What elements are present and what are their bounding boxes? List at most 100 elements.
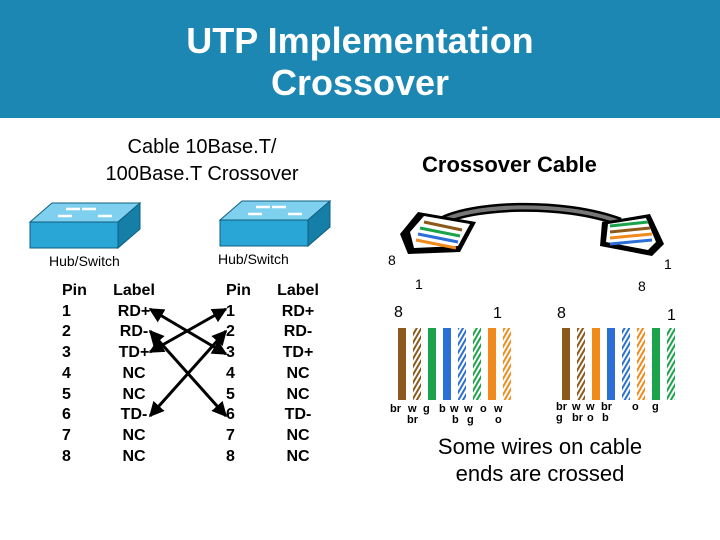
wire-white-green (667, 328, 675, 400)
table-row: 1 RD+ (226, 302, 330, 323)
wire-label: b (602, 412, 609, 424)
pin-label: RD- (283, 323, 313, 341)
pin-number: 7 (226, 426, 235, 444)
table-row: 8 NC (226, 447, 330, 468)
table-header-row: Pin Label (62, 281, 166, 302)
pin-number: 5 (62, 385, 71, 403)
wire-white-orange (503, 328, 511, 400)
wire-white-brown (413, 328, 421, 400)
pin-label: NC (286, 447, 310, 465)
left-heading-line1: Cable 10Base.T/ (127, 136, 277, 158)
table-row: 1 RD+ (62, 302, 166, 323)
wire-label: g (652, 401, 659, 413)
cable-pin-1-right: 1 (664, 256, 672, 272)
pin-number: 1 (62, 302, 71, 320)
pin-label: RD+ (117, 302, 151, 320)
wire-brown (562, 328, 570, 400)
table-row: 3 TD+ (62, 343, 166, 364)
label-header: Label (113, 282, 155, 299)
pin-label: NC (122, 426, 146, 444)
pin-number: 1 (226, 302, 235, 320)
table-row: 8 NC (62, 447, 166, 468)
wire-label: g (556, 412, 563, 424)
wire-label: o (495, 414, 502, 426)
pin-label: NC (286, 426, 310, 444)
wire-label: g (467, 414, 474, 426)
pin-number: 6 (62, 406, 71, 424)
title-banner: UTP Implementation Crossover (0, 0, 720, 118)
pin-label: NC (286, 364, 310, 382)
table-row: 5 NC (226, 385, 330, 406)
crossover-arrows (148, 307, 228, 418)
pin-label: TD+ (118, 344, 150, 362)
pin-number: 3 (62, 344, 71, 362)
cable-pin-8-left: 8 (388, 252, 396, 268)
pin-header: Pin (62, 282, 87, 299)
table-row: 7 NC (226, 426, 330, 447)
pin-label: NC (122, 385, 146, 403)
wire-blue (443, 328, 451, 400)
left-heading-line2: 100Base.T Crossover (105, 163, 299, 185)
table-header-row: Pin Label (226, 281, 330, 302)
wire-label: w (586, 401, 595, 413)
cable-pin-1-left: 1 (415, 276, 423, 292)
pin-number: 6 (226, 406, 235, 424)
hub-left-label: Hub/Switch (49, 253, 120, 269)
wire-green (652, 328, 660, 400)
pin-number: 8 (226, 447, 235, 465)
pin-label: NC (122, 364, 146, 382)
caption-line2: ends are crossed (455, 461, 625, 486)
wire-label: br (601, 401, 612, 413)
right-end-wire-strip (562, 328, 675, 400)
left-end-pin-8: 8 (394, 304, 403, 321)
wire-label: br (407, 414, 418, 426)
pin-label: TD- (120, 406, 148, 424)
cable-pin-8-right: 8 (638, 278, 646, 294)
wire-orange (592, 328, 600, 400)
pin-number: 8 (62, 447, 71, 465)
wire-white-brown (577, 328, 585, 400)
wire-label: br (572, 412, 583, 424)
label-header: Label (277, 282, 319, 299)
wire-label: w (408, 403, 417, 415)
pin-label: NC (122, 447, 146, 465)
wire-blue (607, 328, 615, 400)
crossover-cable-heading: Crossover Cable (422, 152, 597, 177)
wire-label: b (452, 414, 459, 426)
wire-orange (488, 328, 496, 400)
wire-white-green (473, 328, 481, 400)
table-row: 4 NC (226, 364, 330, 385)
wire-label: br (556, 401, 567, 413)
wire-label: br (390, 403, 401, 415)
arrow-td-minus-to-rd-minus (148, 329, 228, 418)
pin-label: TD+ (282, 344, 314, 362)
hub-switch-right-icon (218, 199, 332, 248)
pin-number: 4 (226, 364, 235, 382)
wire-white-blue (458, 328, 466, 400)
wire-label: w (450, 403, 459, 415)
table-row: 6 TD- (226, 405, 330, 426)
right-end-pin-1: 1 (667, 307, 676, 324)
wire-label: w (464, 403, 473, 415)
hub-right-label: Hub/Switch (218, 251, 289, 267)
wire-label: w (572, 401, 581, 413)
slide-title-line2: Crossover (270, 62, 450, 103)
right-end-pin-8: 8 (557, 305, 566, 322)
pin-label: RD+ (281, 302, 315, 320)
wire-label: o (480, 403, 487, 415)
pin-label: NC (286, 385, 310, 403)
pin-number: 5 (226, 385, 235, 403)
pin-label: RD- (119, 323, 149, 341)
left-end-pin-1: 1 (493, 305, 502, 322)
wire-label: g (423, 403, 430, 415)
wire-label: o (587, 412, 594, 424)
pin-label: TD- (284, 406, 312, 424)
pin-header: Pin (226, 282, 251, 299)
wire-label: w (494, 403, 503, 415)
